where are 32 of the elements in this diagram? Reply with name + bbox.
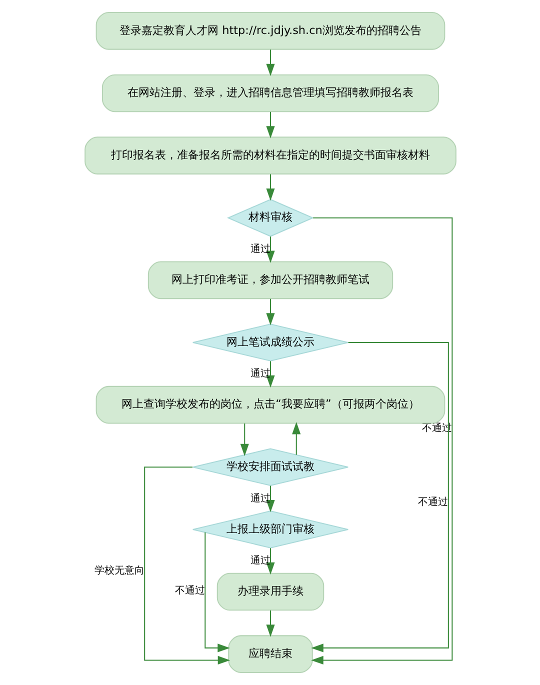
arrow	[144, 466, 230, 664]
arrow	[204, 532, 230, 652]
arrow	[266, 610, 274, 637]
node-box: 登录嘉定教育人才网 http://rc.jdjy.sh.cn浏览发布的招聘公告	[95, 12, 445, 50]
edge-label: 学校无意向	[94, 566, 144, 577]
arrow	[266, 112, 274, 138]
node-box: 办理录用手续	[216, 572, 324, 611]
arrow	[266, 298, 274, 326]
edge-label: 通过	[250, 244, 270, 256]
node-box: 打印报名表，准备报名所需的材料在指定的时间提交书面审核材料	[84, 136, 456, 174]
node-diamond: 材料审核	[226, 198, 314, 237]
arrow	[266, 50, 274, 76]
arrow	[310, 217, 452, 664]
arrow	[310, 342, 448, 652]
arrow	[266, 361, 274, 388]
edge-label: 通过	[250, 368, 270, 380]
node-box: 应聘结束	[228, 635, 312, 673]
node-box: 在网站注册、登录，进入招聘信息管理填写招聘教师报名表	[101, 74, 439, 112]
edge-label: 通过	[250, 556, 270, 567]
node-diamond: 上报上级部门审核	[192, 510, 348, 548]
edge-label: 通过	[250, 493, 270, 504]
edge-label: 不通过	[174, 586, 204, 597]
node-diamond: 网上笔试成绩公示	[192, 324, 348, 362]
arrow	[266, 486, 274, 512]
edge-label: 不通过	[418, 496, 448, 508]
node-box: 网上打印准考证，参加公开招聘教师笔试	[147, 261, 393, 300]
arrow	[266, 174, 274, 201]
arrow	[240, 424, 248, 456]
arrow	[266, 548, 274, 575]
arrow	[292, 422, 300, 455]
node-box: 网上查询学校发布的岗位，点击“我要应聘”（可报两个岗位）	[95, 386, 445, 424]
node-diamond: 学校安排面试试教	[192, 448, 348, 486]
